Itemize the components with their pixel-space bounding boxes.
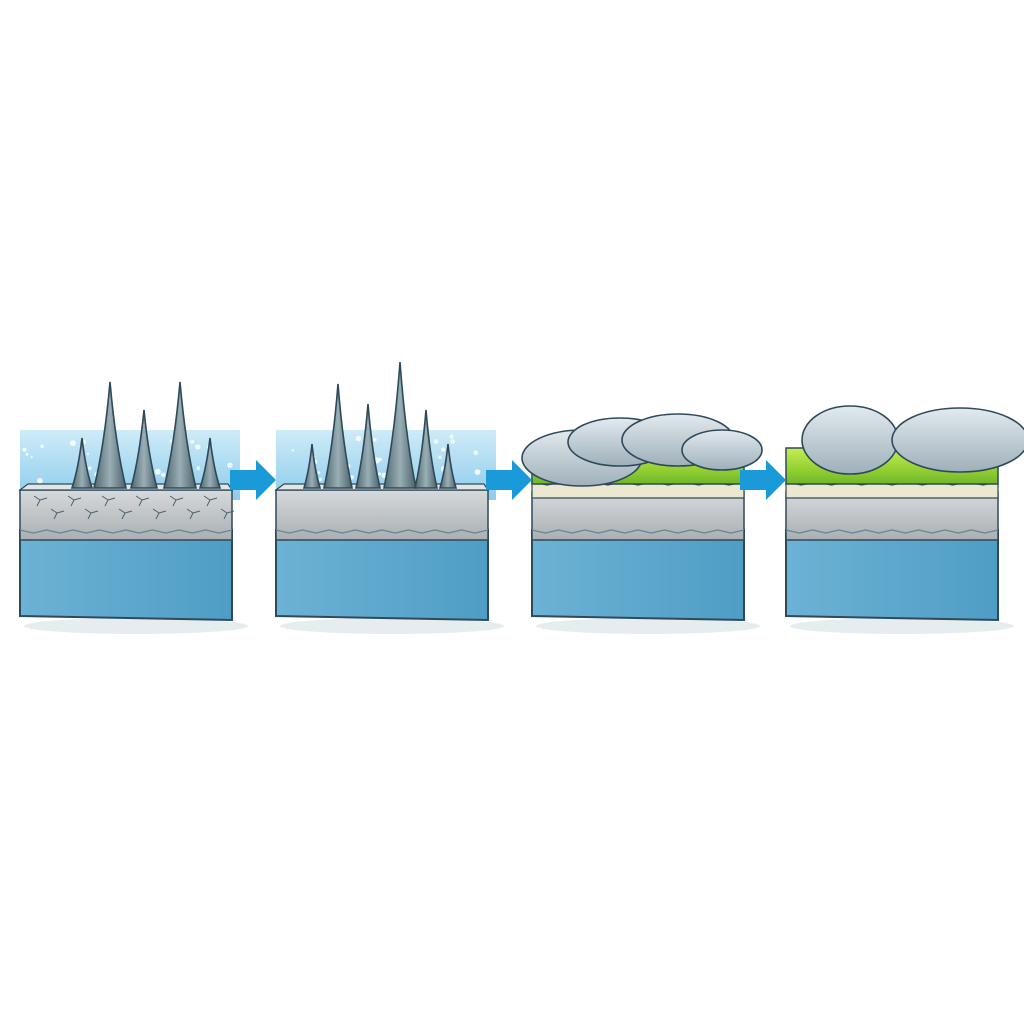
bubble: [40, 444, 45, 449]
spike: [198, 437, 222, 489]
spike: [162, 381, 198, 489]
bubble: [318, 477, 323, 482]
crack: [152, 508, 167, 520]
panel-4: [785, 405, 1024, 634]
bubble: [355, 435, 362, 442]
panel-shadow: [280, 618, 504, 634]
bubble: [195, 444, 201, 450]
mound: [801, 405, 899, 475]
crack: [220, 508, 235, 520]
bubble: [372, 437, 377, 442]
layer-divider: [785, 529, 999, 534]
bubble: [450, 439, 456, 444]
crack: [101, 495, 116, 507]
mound: [891, 407, 1024, 473]
arrow-2: [486, 460, 532, 500]
crack: [186, 508, 201, 520]
spike: [70, 437, 94, 489]
panel-2: [274, 361, 504, 634]
spike: [383, 361, 417, 489]
spike: [129, 409, 159, 489]
base-layer: [275, 529, 489, 622]
spike: [323, 383, 353, 489]
bubble: [25, 452, 29, 456]
bubble: [449, 434, 454, 439]
bubble: [438, 455, 442, 459]
crack: [67, 495, 82, 507]
crack: [33, 495, 48, 507]
bubble: [22, 447, 27, 452]
gray-layer: [19, 489, 233, 541]
crack: [118, 508, 133, 520]
crack: [84, 508, 99, 520]
base-layer: [785, 529, 999, 622]
crack: [135, 495, 150, 507]
spike: [438, 443, 458, 489]
bubble: [169, 439, 173, 443]
mound: [681, 429, 763, 471]
panel-shadow: [24, 618, 248, 634]
bubble: [86, 452, 90, 456]
bubble: [378, 457, 382, 462]
bubble: [441, 447, 446, 452]
bubble: [37, 477, 43, 484]
panel-shadow: [536, 618, 760, 634]
crack: [169, 495, 184, 507]
bubble: [433, 439, 439, 444]
bubble: [154, 468, 161, 475]
layer-divider: [19, 529, 233, 534]
crack: [50, 508, 65, 520]
layer-divider: [275, 529, 489, 534]
gray-layer: [275, 489, 489, 541]
bubble: [377, 472, 382, 476]
bubble: [474, 469, 481, 475]
crack: [203, 495, 218, 507]
layer-divider: [531, 529, 745, 534]
panel-1: [18, 381, 248, 634]
bubble: [30, 456, 33, 459]
spike: [354, 403, 382, 489]
arrow-1: [230, 460, 276, 500]
panel-shadow: [790, 618, 1014, 634]
bubble: [291, 449, 294, 452]
spike: [413, 409, 439, 489]
spike: [92, 381, 128, 489]
arrow-3: [740, 460, 786, 500]
bubble: [69, 440, 76, 447]
gray-layer: [531, 491, 745, 541]
bubble: [473, 450, 479, 456]
bubble: [161, 472, 166, 478]
bubble: [87, 466, 92, 470]
bubble: [227, 462, 233, 468]
bubble: [196, 466, 201, 471]
bubble: [317, 471, 321, 475]
panel-3: [521, 413, 763, 634]
gray-layer: [785, 491, 999, 541]
base-layer: [531, 529, 745, 622]
base-layer: [19, 529, 233, 622]
bubble: [190, 439, 195, 444]
spike: [302, 443, 322, 489]
